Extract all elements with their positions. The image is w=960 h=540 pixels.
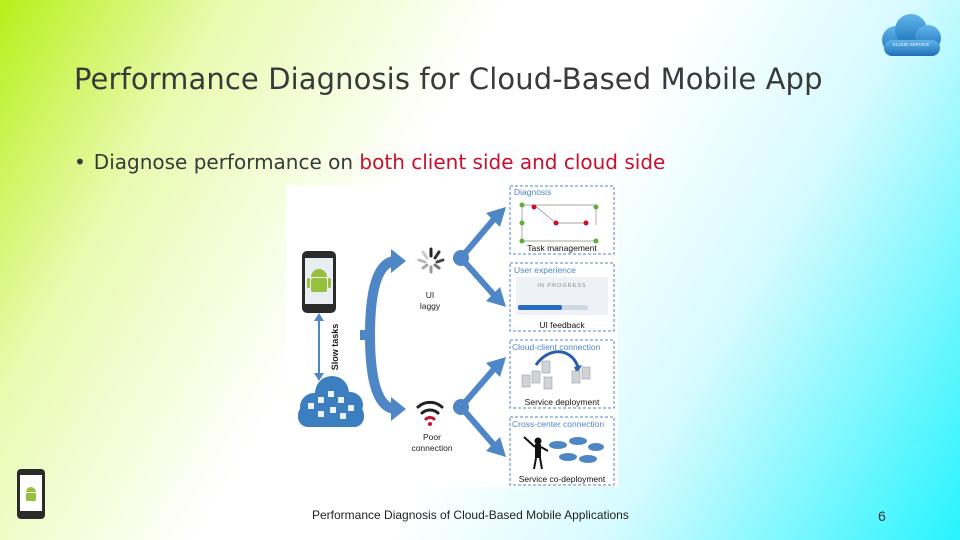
page-number: 6 bbox=[878, 508, 886, 524]
diagram-figure: Slow tasks bbox=[286, 185, 618, 487]
slow-tasks-label: Slow tasks bbox=[330, 324, 340, 371]
android-phone-corner-icon bbox=[16, 468, 46, 520]
bullet-text: Diagnose performance on bbox=[94, 150, 360, 174]
panel-cloud-client-connection: Cloud-client connection Service deployme… bbox=[510, 340, 614, 408]
progress-text: IN PROGRESS bbox=[537, 283, 586, 289]
fork-node-top bbox=[453, 250, 469, 266]
progress-fill bbox=[518, 305, 562, 310]
panel-diagnosis-caption: Task management bbox=[527, 243, 597, 253]
fork-node-bottom bbox=[453, 399, 469, 415]
bullet-highlight: both client side and cloud side bbox=[359, 150, 665, 174]
panel-cross-center-connection: Cross-center connection Service co-deplo… bbox=[510, 417, 614, 485]
slide-title: Performance Diagnosis for Cloud-Based Mo… bbox=[74, 62, 823, 96]
ui-laggy-label-1: UI bbox=[426, 290, 435, 300]
panel-diagnosis: Diagnosis Task management bbox=[510, 186, 614, 254]
cloud-logo-icon: CLOUD SERVICE bbox=[876, 10, 946, 64]
panel-diagnosis-title: Diagnosis bbox=[514, 187, 551, 197]
poor-connection-label-2: connection bbox=[411, 443, 452, 453]
panel-cross-center-title: Cross-center connection bbox=[512, 419, 604, 429]
panel-cross-center-caption: Service co-deployment bbox=[519, 474, 606, 484]
panel-user-experience: User experience IN PROGRESS UI feedback bbox=[510, 263, 614, 331]
bullet-dot-icon: • bbox=[74, 150, 86, 174]
logo-text: CLOUD SERVICE bbox=[893, 42, 930, 47]
ui-laggy-label-2: laggy bbox=[420, 301, 441, 311]
panel-user-experience-title: User experience bbox=[514, 265, 576, 275]
android-phone-icon bbox=[302, 251, 336, 313]
bullet-item: • Diagnose performance on both client sid… bbox=[74, 150, 665, 174]
poor-connection-label-1: Poor bbox=[423, 432, 441, 442]
slide-footer: Performance Diagnosis of Cloud-Based Mob… bbox=[312, 508, 629, 522]
panel-user-experience-caption: UI feedback bbox=[539, 320, 585, 330]
panel-cloud-client-caption: Service deployment bbox=[525, 397, 600, 407]
